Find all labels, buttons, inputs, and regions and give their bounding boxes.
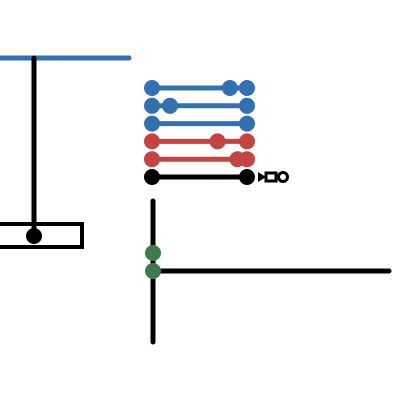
- base-box: [0, 222, 84, 249]
- slider-1-end-cap: [239, 80, 255, 96]
- slider-5-handle[interactable]: [229, 151, 246, 168]
- slider-3-end-cap: [239, 115, 255, 132]
- slider-1-start-cap: [144, 80, 160, 96]
- pivot-dot: [26, 228, 42, 244]
- green-node-1: [145, 245, 161, 261]
- slider-2-end-cap: [239, 97, 255, 114]
- square-icon: [264, 171, 278, 183]
- slider-6-end-cap: [239, 169, 255, 185]
- slider-1-handle[interactable]: [221, 80, 238, 96]
- slider-3-start-cap: [144, 115, 160, 132]
- green-nodes-group: [145, 245, 161, 279]
- slider-4-start-cap: [144, 133, 160, 150]
- green-node-2: [145, 263, 161, 279]
- play-box-circle-icon: [258, 171, 289, 183]
- slider-5-start-cap: [144, 151, 160, 168]
- slider-4-handle[interactable]: [209, 133, 226, 150]
- slider-4-end-cap: [239, 133, 255, 150]
- slider-2-start-cap: [144, 97, 160, 114]
- circle-icon: [277, 171, 289, 183]
- slider-2-handle[interactable]: [162, 97, 179, 114]
- slider-tracks-group: [144, 80, 255, 185]
- play-triangle-icon: [258, 172, 266, 182]
- slider-6-start-cap: [144, 169, 160, 185]
